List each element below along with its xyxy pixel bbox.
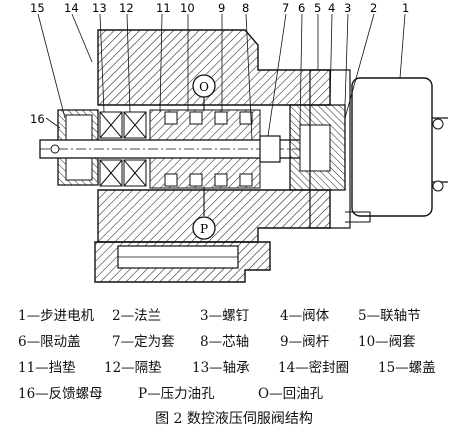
part-label-16: 16: [30, 112, 45, 126]
part-label-2: 2: [370, 1, 377, 15]
stepper-motor: [345, 77, 448, 223]
part-label-14: 14: [64, 1, 79, 15]
valve-stem: [39, 135, 330, 163]
legend-row: 6—限动盖 7—定为套 8—芯轴 9—阀杆 10—阀套: [0, 330, 468, 352]
part-label-9: 9: [218, 1, 225, 15]
legend-item: P—压力油孔: [138, 386, 215, 402]
legend-item: 15—螺盖: [378, 360, 436, 376]
return-port-label: O: [199, 80, 209, 94]
part-number-labels: 15 14 13 12 11 10 9 8 7 6 5 4 3 2 1 16: [30, 1, 409, 126]
legend-row: 11—挡垫 12—隔垫 13—轴承 14—密封圈 15—螺盖: [0, 356, 468, 378]
part-label-6: 6: [298, 1, 305, 15]
bearing: [99, 111, 147, 187]
legend-item: 13—轴承: [192, 360, 250, 376]
part-label-1: 1: [402, 1, 409, 15]
legend-item: 6—限动盖: [18, 334, 81, 350]
legend-item: 11—挡垫: [18, 360, 76, 376]
pressure-oil-port: P: [192, 188, 216, 240]
flange: [289, 69, 351, 229]
valve-cross-section-diagram: O P 15 14 13 12 11 10 9 8 7 6 5: [30, 1, 448, 283]
part-label-8: 8: [242, 1, 249, 15]
legend-item: 12—隔垫: [104, 360, 162, 376]
legend-row: 16—反馈螺母 P—压力油孔 O—回油孔: [0, 382, 468, 404]
part-label-12: 12: [119, 1, 134, 15]
part-label-11: 11: [156, 1, 171, 15]
part-label-4: 4: [328, 1, 335, 15]
legend-item: 2—法兰: [112, 308, 162, 324]
legend-item: 8—芯轴: [200, 334, 250, 350]
legend-item: 16—反馈螺母: [18, 386, 103, 402]
valve-sleeve: [149, 109, 261, 189]
part-label-10: 10: [180, 1, 195, 15]
valve-body: [94, 29, 331, 283]
legend-item: 7—定为套: [112, 334, 175, 350]
figure-caption: 图 2 数控液压伺服阀结构: [155, 411, 313, 427]
part-label-15: 15: [30, 1, 45, 15]
return-oil-port: O: [192, 74, 216, 110]
part-label-3: 3: [344, 1, 351, 15]
legend-item: 5—联轴节: [358, 308, 421, 324]
legend-item: 14—密封圈: [278, 360, 350, 376]
legend-item: 1—步进电机: [18, 308, 95, 324]
legend-item: 3—螺钉: [200, 308, 250, 324]
legend-item: 4—阀体: [280, 308, 330, 324]
parts-legend: 1—步进电机 2—法兰 3—螺钉 4—阀体 5—联轴节 6—限动盖 7—定为套 …: [0, 300, 468, 440]
leader-lines: [37, 13, 406, 141]
pressure-port-label: P: [200, 222, 208, 236]
part-label-7: 7: [282, 1, 289, 15]
part-label-5: 5: [314, 1, 321, 15]
legend-item: 9—阀杆: [280, 334, 330, 350]
part-label-13: 13: [92, 1, 107, 15]
legend-row: 1—步进电机 2—法兰 3—螺钉 4—阀体 5—联轴节: [0, 304, 468, 326]
legend-item: 10—阀套: [358, 334, 416, 350]
legend-item: O—回油孔: [258, 386, 324, 402]
